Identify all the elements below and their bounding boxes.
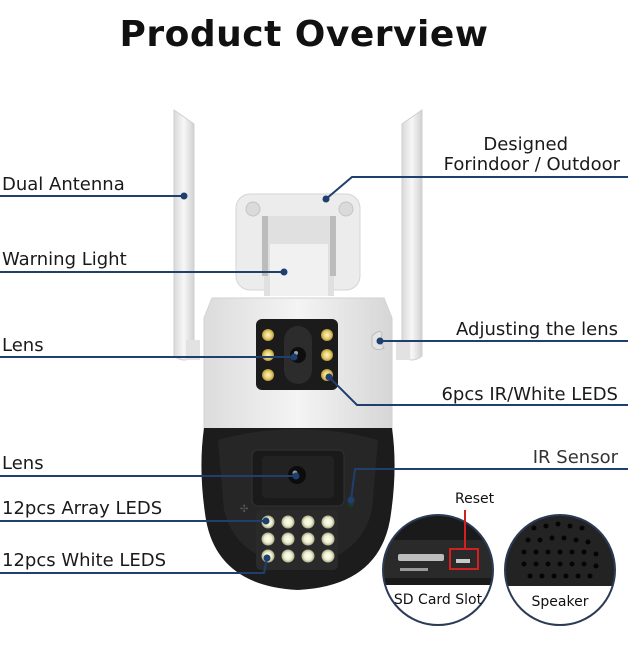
page-title: Product Overview <box>119 14 489 55</box>
svg-text:✣: ✣ <box>240 504 248 515</box>
antenna-left <box>173 109 200 361</box>
label-ir-sensor: IR Sensor <box>532 447 618 468</box>
label-ir-white-leds: 6pcs IR/White LEDS <box>441 384 618 405</box>
label-adjusting-lens: Adjusting the lens <box>456 319 618 340</box>
label-reset: Reset <box>455 491 495 507</box>
label-white-leds: 12pcs White LEDS <box>2 550 167 571</box>
antenna-right <box>396 109 423 361</box>
camera-upper-body <box>203 297 393 431</box>
label-lens-top: Lens <box>2 335 44 356</box>
leader-dots <box>180 192 384 562</box>
label-warning-light: Warning Light <box>2 249 127 270</box>
label-dual-antenna: Dual Antenna <box>2 174 125 195</box>
speaker-inset <box>504 514 616 626</box>
label-speaker: Speaker <box>531 594 589 610</box>
label-array-leds: 12pcs Array LEDS <box>2 498 163 519</box>
leader-lines <box>0 176 628 574</box>
sd-card-inset <box>382 510 494 626</box>
label-indoor-outdoor: Forindoor / Outdoor <box>443 154 620 175</box>
mount-bracket <box>235 193 361 296</box>
camera-dome: ✣ <box>201 428 395 590</box>
label-designed: Designed <box>483 134 568 155</box>
label-lens-bottom: Lens <box>2 453 44 474</box>
label-sd-card-slot: SD Card Slot <box>393 592 483 608</box>
